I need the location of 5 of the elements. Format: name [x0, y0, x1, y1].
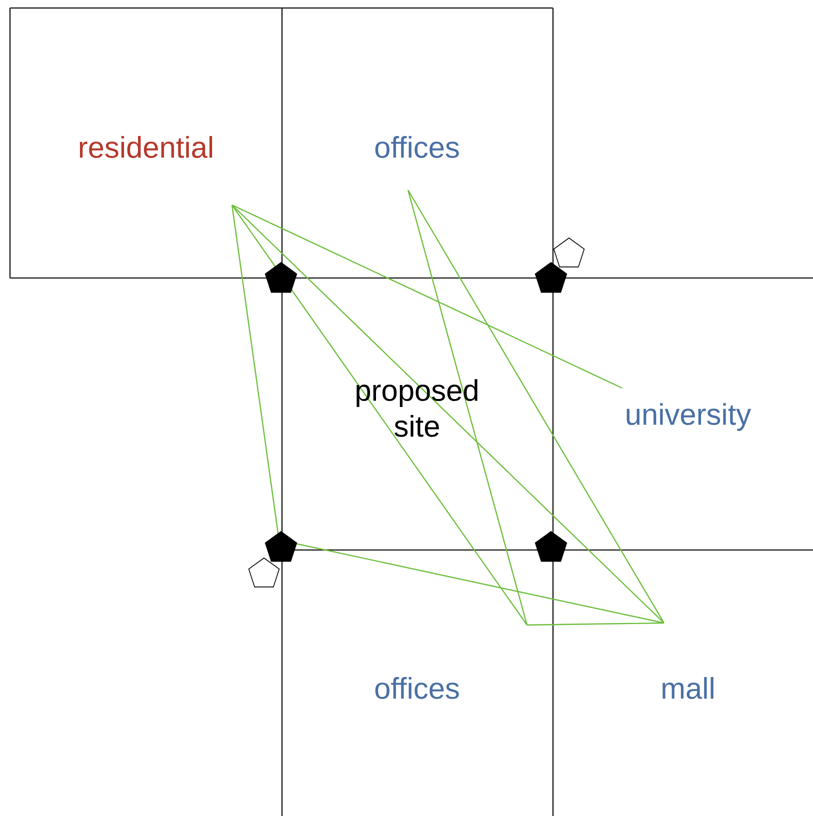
area-label: mall	[662, 677, 714, 699]
area-label: residential	[80, 136, 212, 158]
area-label: university	[626, 403, 752, 431]
area-label: offices	[375, 136, 459, 158]
area-label: offices	[375, 677, 459, 699]
